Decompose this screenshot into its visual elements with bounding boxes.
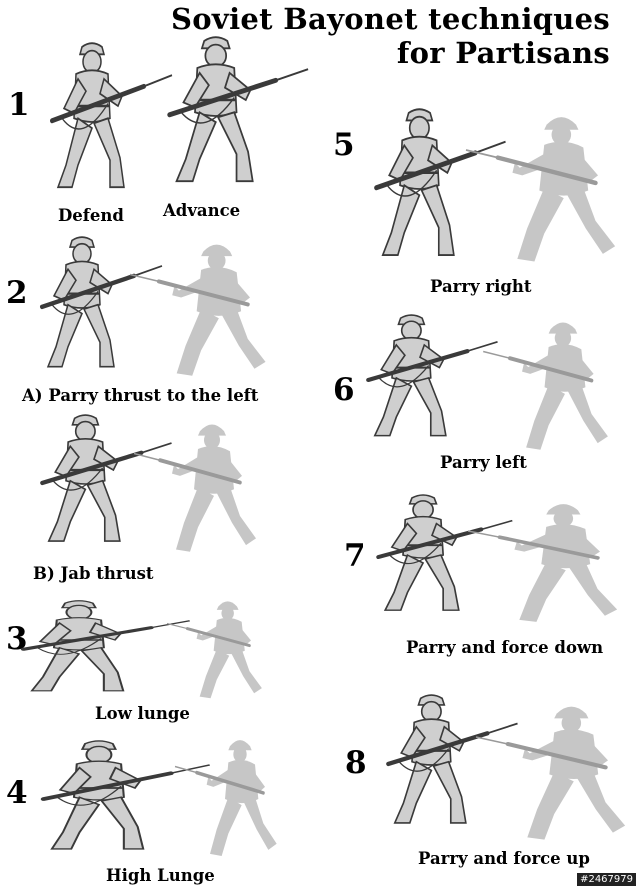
- panel-8-caption: Parry and force up: [418, 849, 590, 868]
- panel-4-lunging-soldier-figure: [38, 740, 218, 860]
- panel-2b-soldier-figure: [38, 414, 178, 554]
- panel-7-number: 7: [344, 538, 366, 574]
- panel-1-caption-defend: Defend: [58, 206, 124, 225]
- panel-6-number: 6: [333, 372, 355, 408]
- panel-2b-enemy-silhouette: [132, 420, 260, 554]
- title-line-1: Soviet Bayonet techniques: [171, 2, 610, 36]
- panel-2-number: 2: [6, 275, 28, 311]
- panel-2a-caption: A) Parry thrust to the left: [22, 386, 259, 405]
- panel-4-caption: High Lunge: [106, 866, 215, 885]
- panel-3-enemy-silhouette: [165, 598, 265, 700]
- panel-2a-enemy-silhouette: [170, 240, 270, 378]
- panel-7-caption: Parry and force down: [406, 638, 604, 657]
- panel-7-soldier-figure: [374, 494, 519, 622]
- panel-2b-caption: B) Jab thrust: [33, 564, 154, 583]
- panel-5-caption: Parry right: [430, 277, 532, 296]
- panel-1-caption-advance: Advance: [163, 201, 241, 220]
- stock-id-watermark: #2467979: [577, 873, 636, 886]
- panel-3-caption: Low lunge: [95, 705, 190, 723]
- panel-8-soldier-figure: [384, 694, 524, 836]
- panel-1-advance-figure: [165, 36, 315, 196]
- panel-6-soldier-figure: [364, 314, 504, 448]
- panel-5-soldier-figure: [372, 108, 512, 270]
- panel-8-number: 8: [345, 745, 367, 781]
- title-line-2: for Partisans: [396, 36, 610, 70]
- panel-4-number: 4: [6, 775, 28, 811]
- panel-2a-soldier-figure: [38, 236, 168, 380]
- panel-6-caption: Parry left: [440, 453, 527, 472]
- panel-6-enemy-silhouette: [481, 318, 612, 452]
- panel-5-number: 5: [333, 127, 355, 163]
- panel-8-enemy-silhouette: [520, 702, 630, 842]
- panel-7-enemy-silhouette: [512, 500, 622, 624]
- panel-1-defend-figure: [48, 42, 178, 202]
- poster-title: Soviet Bayonet techniques for Partisans: [171, 2, 610, 70]
- panel-5-enemy-silhouette: [510, 112, 620, 264]
- panel-3-number: 3: [6, 621, 28, 657]
- panel-4-enemy-silhouette: [173, 736, 280, 858]
- panel-3-lunging-soldier-figure: [18, 600, 198, 700]
- panel-1-number: 1: [8, 87, 30, 123]
- panel-3-caption-text: Low lunge: [95, 704, 190, 723]
